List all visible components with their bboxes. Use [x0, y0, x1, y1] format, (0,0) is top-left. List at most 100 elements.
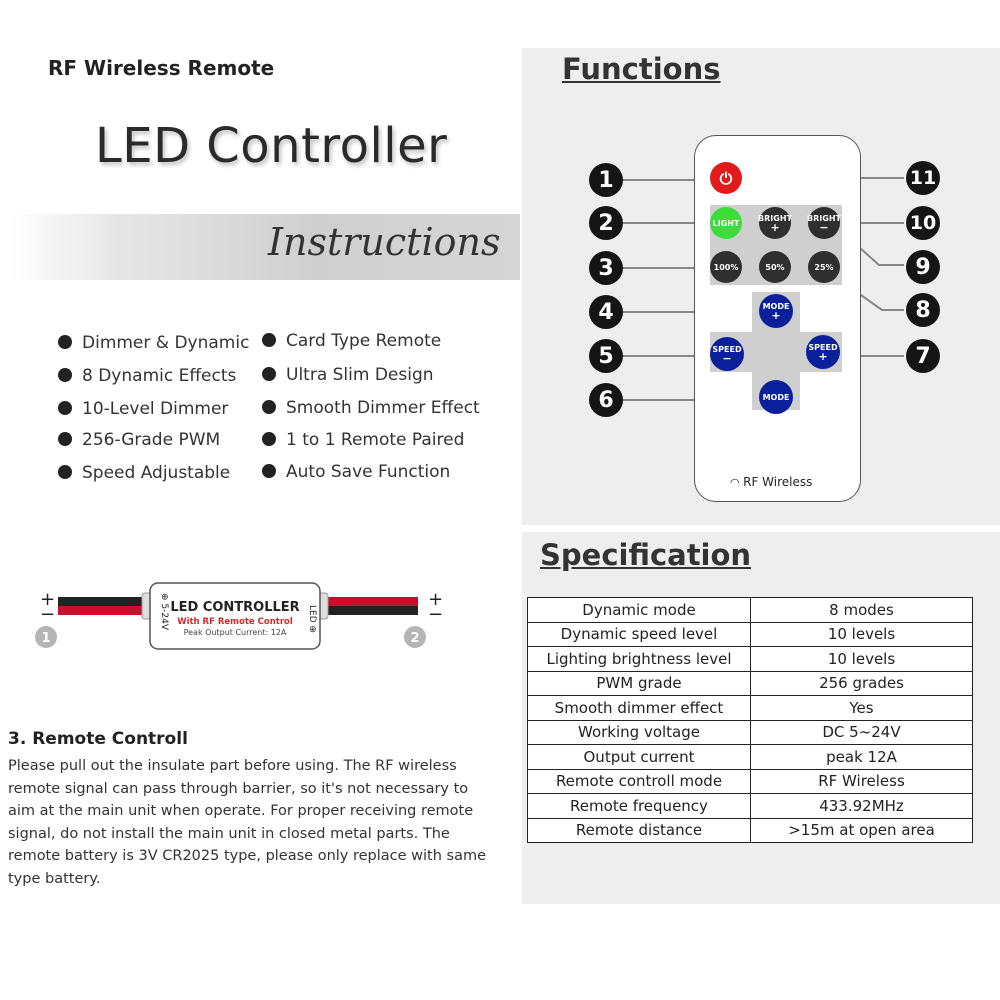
spec-key: Smooth dimmer effect [527, 695, 751, 721]
plus-sign-left: + [40, 589, 55, 610]
feature-item: Dimmer & Dynamic [58, 333, 249, 353]
callout-2: 2 [589, 206, 623, 240]
spec-value: 256 grades [750, 670, 973, 696]
mode-plus-button[interactable]: MODE+ [759, 294, 793, 328]
marker-1-label: 1 [41, 631, 50, 646]
bullet-icon [262, 367, 276, 381]
controller-peak: Peak Output Current: 12A [184, 628, 287, 637]
marker-1 [35, 626, 57, 648]
instructions-heading: Instructions [268, 220, 501, 264]
spec-key: Dynamic speed level [527, 621, 751, 647]
rf-wireless-label: ◠ RF Wireless [730, 475, 813, 489]
callout-3: 3 [589, 251, 623, 285]
wire-red-right [320, 597, 418, 606]
speed-plus-label: SPEED [808, 343, 838, 352]
spec-value: 10 levels [750, 621, 973, 647]
bullet-icon [58, 368, 72, 382]
marker-2 [404, 626, 426, 648]
bright-plus-sign: + [770, 221, 780, 234]
speed-plus-sign: + [818, 350, 828, 363]
brightness-25-button[interactable]: 25% [808, 251, 840, 283]
mode-minus-button[interactable]: MODE [759, 380, 793, 414]
led-controller-illustration: + − + − ⊕ 5-24V LED ⊕ LED CONTROLLER Wit… [35, 582, 443, 650]
wire-red-left [58, 606, 150, 615]
mode-minus-label: MODE [762, 392, 790, 402]
spec-key: Lighting brightness level [527, 646, 751, 672]
mode-plus-sign: + [771, 309, 781, 322]
feature-item: 8 Dynamic Effects [58, 366, 236, 386]
wifi-icon: ◠ [730, 476, 744, 489]
brightness-50-label: 50% [765, 262, 785, 272]
remote-section-heading: 3. Remote Controll [8, 729, 188, 749]
bright-minus-button[interactable]: BRIGHT− [807, 207, 841, 239]
brightness-50-button[interactable]: 50% [759, 251, 791, 283]
feature-item: Card Type Remote [262, 331, 441, 351]
callout-4: 4 [589, 295, 623, 329]
bright-minus-label: BRIGHT [807, 214, 841, 223]
spec-key: Remote controll mode [527, 768, 751, 794]
light-button[interactable]: LIGHT [710, 207, 742, 239]
feature-item: 1 to 1 Remote Paired [262, 430, 464, 450]
spec-key: Output current [527, 744, 751, 770]
brightness-25-label: 25% [814, 262, 834, 272]
bullet-icon [58, 432, 72, 446]
power-button[interactable]: ⏻ [710, 162, 742, 194]
spec-value: >15m at open area [750, 817, 973, 843]
callout-11: 11 [906, 161, 940, 195]
spec-value: RF Wireless [750, 768, 973, 794]
bright-minus-sign: − [819, 221, 829, 234]
feature-item: Ultra Slim Design [262, 365, 434, 385]
callout-1: 1 [589, 163, 623, 197]
spec-key: Dynamic mode [527, 597, 751, 623]
bright-plus-button[interactable]: BRIGHT+ [758, 207, 792, 239]
spec-value: peak 12A [750, 744, 973, 770]
plus-sign-right: + [428, 589, 443, 610]
bullet-icon [262, 400, 276, 414]
brightness-100-button[interactable]: 100% [710, 251, 742, 283]
controller-output-label: LED ⊕ [307, 605, 317, 633]
spec-value: 433.92MHz [750, 793, 973, 819]
callout-6: 6 [589, 383, 623, 417]
spec-value: 8 modes [750, 597, 973, 623]
speed-minus-sign: − [722, 352, 732, 365]
controller-sub: With RF Remote Control [177, 617, 293, 627]
callout-5: 5 [589, 339, 623, 373]
speed-minus-button[interactable]: SPEED− [710, 337, 744, 371]
specification-title: Specification [540, 538, 752, 572]
minus-sign-left: − [40, 604, 55, 625]
bullet-icon [58, 335, 72, 349]
callout-9: 9 [906, 250, 940, 284]
power-icon: ⏻ [719, 168, 733, 188]
light-button-label: LIGHT [712, 218, 740, 228]
remote-section-body: Please pull out the insulate part before… [8, 758, 487, 887]
spec-value: Yes [750, 695, 973, 721]
speed-plus-button[interactable]: SPEED+ [806, 335, 840, 369]
spec-key: Remote frequency [527, 793, 751, 819]
controller-input-label: ⊕ 5-24V [159, 593, 169, 631]
feature-item: 10-Level Dimmer [58, 399, 228, 419]
subtitle: RF Wireless Remote [48, 56, 275, 80]
feature-item: Smooth Dimmer Effect [262, 398, 480, 418]
minus-sign-right: − [428, 604, 443, 625]
bullet-icon [262, 432, 276, 446]
marker-2-label: 2 [410, 631, 419, 646]
brightness-100-label: 100% [713, 262, 739, 272]
feature-item: Speed Adjustable [58, 463, 230, 483]
controller-body [149, 582, 321, 650]
instructions-banner [10, 214, 520, 280]
bullet-icon [58, 401, 72, 415]
wire-black-left [58, 597, 150, 606]
functions-title: Functions [562, 52, 721, 86]
spec-key: Remote distance [527, 817, 751, 843]
bright-plus-label: BRIGHT [758, 214, 792, 223]
